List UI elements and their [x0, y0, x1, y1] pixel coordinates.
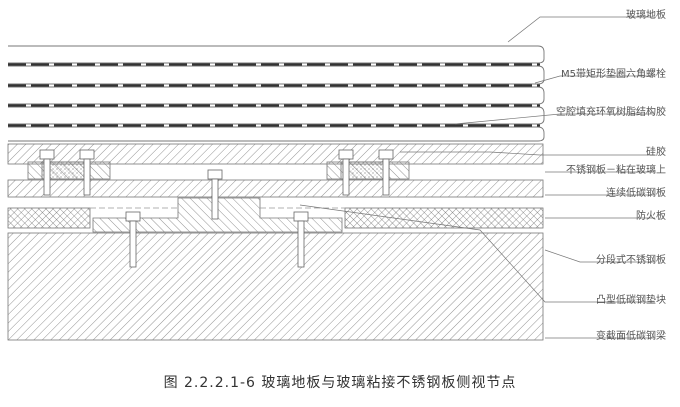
fire-boards	[7, 207, 544, 229]
interlayers	[8, 63, 540, 127]
label-convex-pad: 凸型低碳钢垫块	[596, 295, 666, 306]
label-m5-bolt: M5带矩形垫圈六角螺栓	[561, 69, 666, 80]
bolts	[39, 149, 394, 268]
steel-beam	[7, 232, 544, 341]
label-beam: 变截面低碳钢梁	[596, 331, 666, 342]
label-continuous-steel: 连续低碳钢板	[606, 188, 666, 199]
continuous-steel-plate	[7, 179, 544, 198]
glass-floor	[8, 45, 545, 142]
label-stainless-plate: 不锈钢板－粘在玻璃上	[566, 165, 666, 176]
label-epoxy: 空腔填充环氧树脂结构胶	[556, 107, 666, 118]
label-glass-floor: 玻璃地板	[626, 10, 666, 21]
figure-caption: 图 2.2.2.1-6 玻璃地板与玻璃粘接不锈钢板侧视节点	[163, 375, 517, 391]
label-segmented-stainless: 分段式不锈钢板	[596, 255, 666, 266]
leader-lines	[299, 16, 655, 339]
silicone-layer	[7, 143, 544, 165]
label-silicone: 硅胶	[646, 147, 666, 158]
label-fire-board: 防火板	[636, 211, 666, 222]
